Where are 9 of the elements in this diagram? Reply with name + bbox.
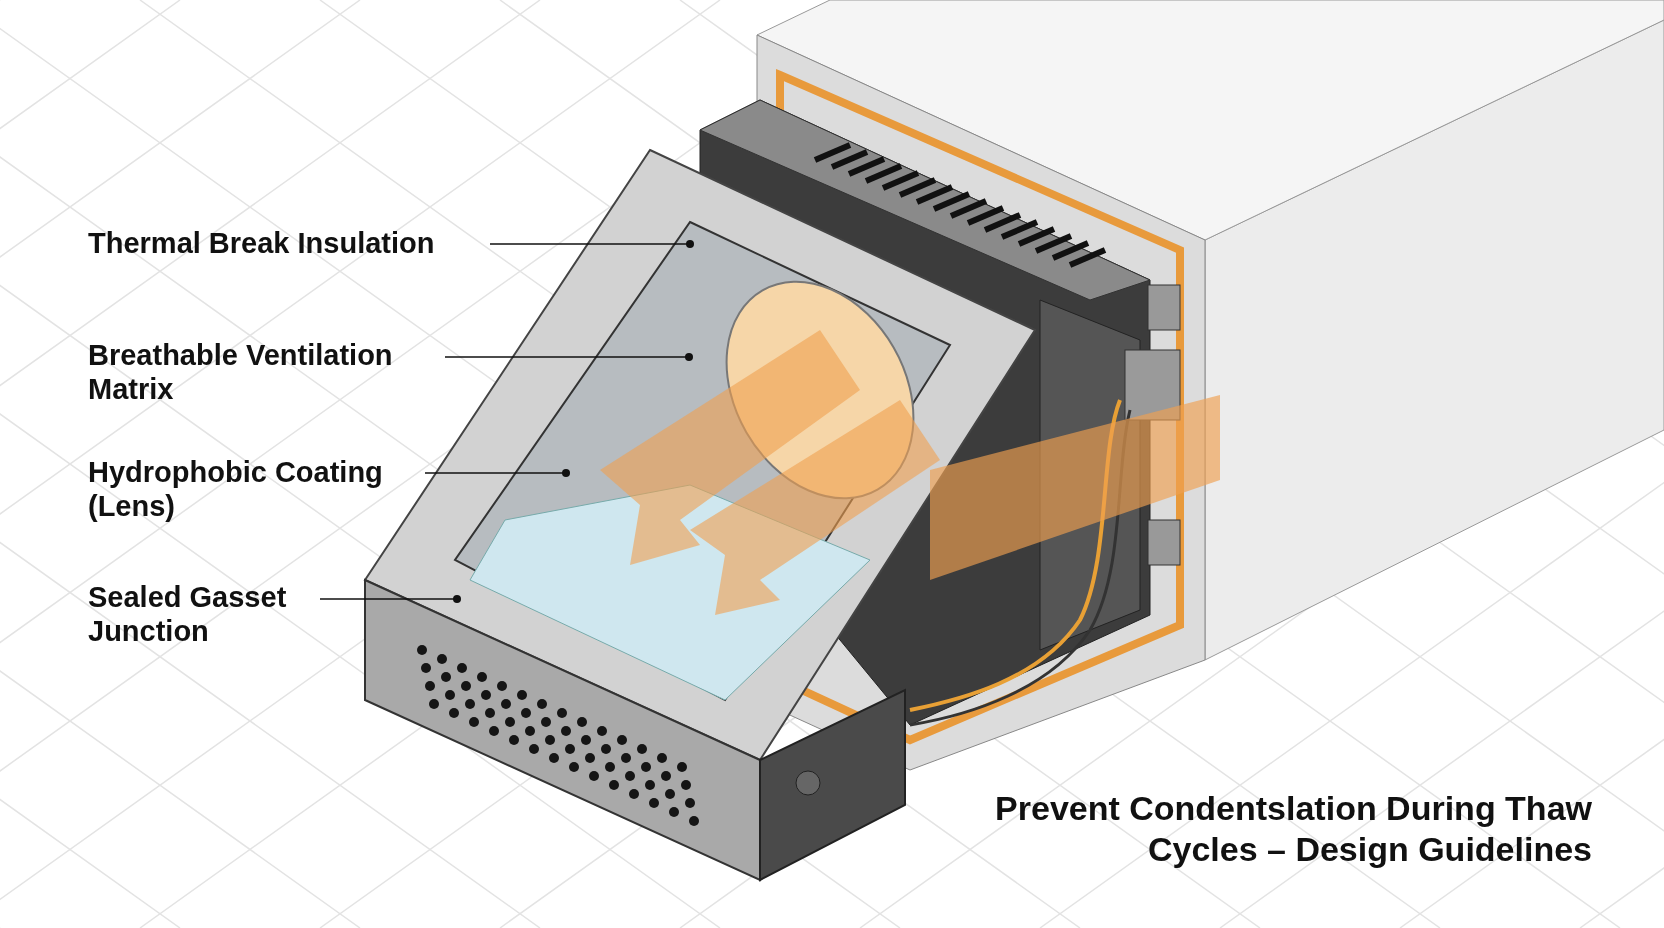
callout-label: Breathable Ventilation Matrix: [88, 338, 433, 406]
leader-line: [444, 353, 693, 361]
leader-line: [319, 595, 461, 603]
leader-line: [489, 240, 694, 248]
title: Prevent Condentslation During Thaw Cycles – Design Guidelines: [994, 788, 1592, 870]
callout-label: Sealed Gasset Junction: [88, 580, 308, 648]
callout-label: Hydrophobic Coating (Lens): [88, 455, 413, 523]
callout-label: Thermal Break Insulation: [88, 226, 478, 260]
leader-line: [424, 469, 570, 477]
